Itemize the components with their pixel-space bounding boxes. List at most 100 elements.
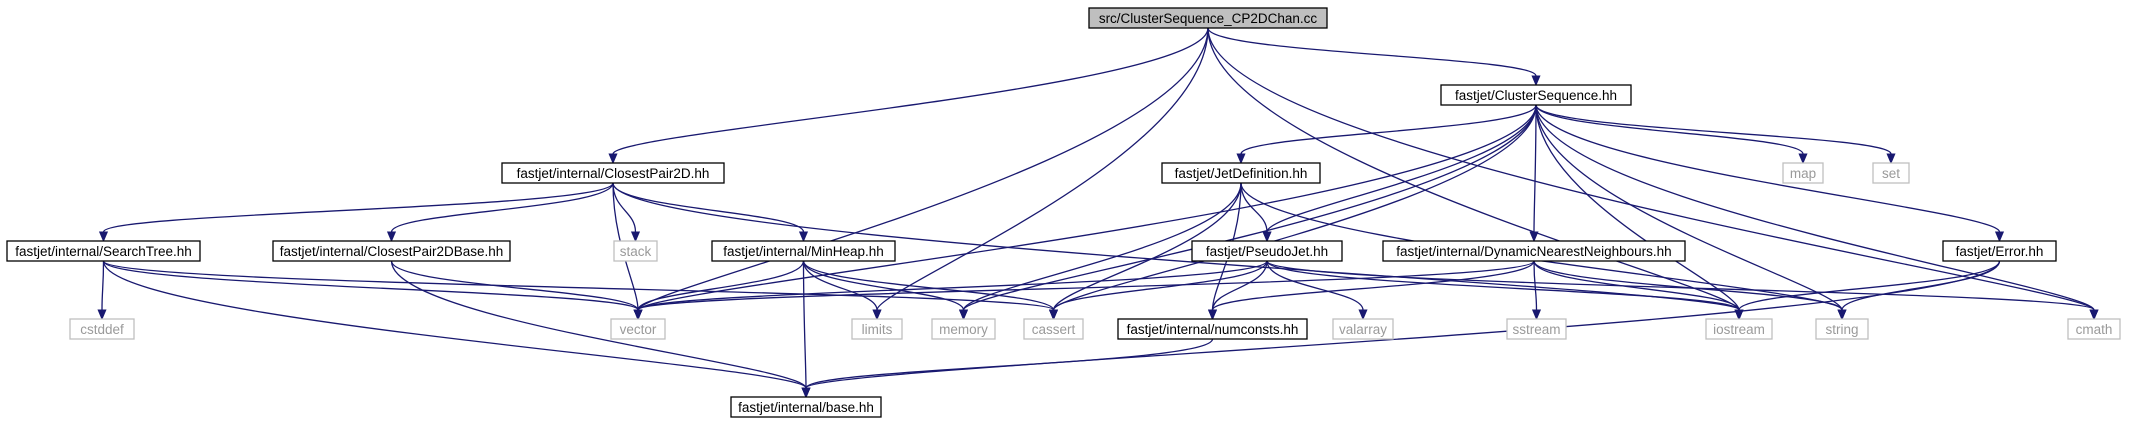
edge-minheap-to-memory bbox=[802, 260, 965, 311]
edge-searchtree-to-cstddef bbox=[101, 260, 105, 311]
edge-cs-to-memory bbox=[962, 104, 1537, 311]
node-box-sstream bbox=[1506, 318, 1567, 340]
arrowhead-cs-to-map bbox=[1798, 153, 1808, 165]
node-cp2dbase[interactable]: fastjet/internal/ClosestPair2DBase.hh bbox=[272, 240, 511, 262]
node-label-string: string bbox=[1825, 322, 1858, 337]
node-vector: vector bbox=[610, 318, 666, 340]
node-dnn[interactable]: fastjet/internal/DynamicNearestNeighbour… bbox=[1382, 240, 1686, 262]
arrowhead-cp2d-to-stack bbox=[630, 231, 641, 243]
edge-error-to-base bbox=[805, 260, 2001, 389]
node-numconsts[interactable]: fastjet/internal/numconsts.hh bbox=[1117, 318, 1308, 340]
node-stack: stack bbox=[613, 240, 658, 262]
edge-cs-to-jetdef bbox=[1240, 104, 1537, 155]
node-label-iostream: iostream bbox=[1713, 322, 1765, 337]
node-label-valarray: valarray bbox=[1339, 322, 1387, 337]
node-box-string bbox=[1815, 318, 1869, 340]
arrowhead-numconsts-to-base bbox=[801, 387, 811, 399]
node-label-stack: stack bbox=[620, 244, 652, 259]
edge-minheap-to-limits bbox=[802, 260, 878, 311]
edge-jetdef-to-cassert bbox=[1052, 182, 1242, 311]
node-minheap[interactable]: fastjet/internal/MinHeap.hh bbox=[711, 240, 896, 262]
node-box-dnn[interactable] bbox=[1382, 240, 1686, 262]
node-box-cassert bbox=[1023, 318, 1084, 340]
arrowhead-jetdef-to-pseudojet bbox=[1262, 231, 1272, 243]
edge-pseudojet-to-vector bbox=[637, 260, 1268, 311]
edge-cp2d-to-minheap bbox=[612, 182, 805, 233]
arrowhead-pseudojet-to-valarray bbox=[1358, 309, 1368, 321]
arrowhead-searchtree-to-cstddef bbox=[97, 309, 107, 321]
edge-cs-to-vector bbox=[637, 104, 1537, 311]
node-cmath: cmath bbox=[2067, 318, 2121, 340]
edge-cs-to-pseudojet bbox=[1266, 104, 1537, 233]
node-box-valarray bbox=[1332, 318, 1394, 340]
node-cassert: cassert bbox=[1023, 318, 1084, 340]
node-box-stack bbox=[613, 240, 658, 262]
node-box-minheap[interactable] bbox=[711, 240, 896, 262]
node-box-cs[interactable] bbox=[1440, 84, 1632, 106]
edge-cp2dbase-to-base bbox=[390, 260, 807, 389]
node-box-searchtree[interactable] bbox=[6, 240, 201, 262]
node-label-base: fastjet/internal/base.hh bbox=[738, 400, 874, 415]
node-label-cstddef: cstddef bbox=[80, 322, 124, 337]
node-box-cp2dbase[interactable] bbox=[272, 240, 511, 262]
arrowhead-error-to-iostream bbox=[1734, 309, 1744, 321]
node-label-jetdef: fastjet/JetDefinition.hh bbox=[1175, 166, 1308, 181]
edge-searchtree-to-base bbox=[102, 260, 807, 389]
node-string: string bbox=[1815, 318, 1869, 340]
node-label-cp2d: fastjet/internal/ClosestPair2D.hh bbox=[517, 166, 710, 181]
edge-cp2d-to-cp2dbase bbox=[390, 182, 614, 233]
node-label-minheap: fastjet/internal/MinHeap.hh bbox=[723, 244, 884, 259]
node-iostream: iostream bbox=[1705, 318, 1773, 340]
edge-dnn-to-vector bbox=[637, 260, 1535, 311]
node-label-set: set bbox=[1882, 166, 1900, 181]
node-label-map: map bbox=[1790, 166, 1816, 181]
arrowhead-pseudojet-to-cassert bbox=[1048, 309, 1059, 321]
node-box-numconsts[interactable] bbox=[1117, 318, 1308, 340]
node-box-error[interactable] bbox=[1942, 240, 2057, 262]
node-box-main[interactable] bbox=[1088, 7, 1328, 29]
edge-pseudojet-to-iostream bbox=[1266, 260, 1740, 311]
arrowhead-error-to-string bbox=[1837, 309, 1847, 321]
node-label-sstream: sstream bbox=[1512, 322, 1560, 337]
node-box-set bbox=[1872, 162, 1910, 184]
node-valarray: valarray bbox=[1332, 318, 1394, 340]
node-cs[interactable]: fastjet/ClusterSequence.hh bbox=[1440, 84, 1632, 106]
node-sstream: sstream bbox=[1506, 318, 1567, 340]
edge-main-to-iostream bbox=[1207, 27, 1740, 311]
node-box-cmath bbox=[2067, 318, 2121, 340]
node-base[interactable]: fastjet/internal/base.hh bbox=[730, 396, 882, 418]
node-error[interactable]: fastjet/Error.hh bbox=[1942, 240, 2057, 262]
edge-minheap-to-base bbox=[802, 260, 807, 389]
node-label-pseudojet: fastjet/PseudoJet.hh bbox=[1206, 244, 1328, 259]
node-box-base[interactable] bbox=[730, 396, 882, 418]
node-map: map bbox=[1782, 162, 1824, 184]
arrowhead-minheap-to-limits bbox=[872, 309, 882, 321]
arrowhead-dnn-to-sstream bbox=[1531, 309, 1542, 321]
node-label-vector: vector bbox=[620, 322, 657, 337]
edge-cs-to-map bbox=[1535, 104, 1804, 155]
node-box-pseudojet[interactable] bbox=[1191, 240, 1343, 262]
edge-cs-to-set bbox=[1535, 104, 1892, 155]
node-label-cassert: cassert bbox=[1032, 322, 1076, 337]
node-label-searchtree: fastjet/internal/SearchTree.hh bbox=[15, 244, 192, 259]
edge-main-to-vector bbox=[637, 27, 1209, 311]
node-searchtree[interactable]: fastjet/internal/SearchTree.hh bbox=[6, 240, 201, 262]
node-memory: memory bbox=[931, 318, 996, 340]
node-cp2d[interactable]: fastjet/internal/ClosestPair2D.hh bbox=[501, 162, 725, 184]
edge-dnn-to-sstream bbox=[1533, 260, 1538, 311]
arrowhead-cs-to-set bbox=[1886, 153, 1896, 165]
node-set: set bbox=[1872, 162, 1910, 184]
node-box-jetdef[interactable] bbox=[1161, 162, 1321, 184]
node-box-limits bbox=[851, 318, 903, 340]
node-pseudojet[interactable]: fastjet/PseudoJet.hh bbox=[1191, 240, 1343, 262]
node-label-cmath: cmath bbox=[2076, 322, 2113, 337]
node-jetdef[interactable]: fastjet/JetDefinition.hh bbox=[1161, 162, 1321, 184]
edge-main-to-cp2d bbox=[612, 27, 1209, 155]
edge-cp2dbase-to-vector bbox=[390, 260, 639, 311]
node-label-main: src/ClusterSequence_CP2DChan.cc bbox=[1099, 11, 1318, 26]
node-box-cp2d[interactable] bbox=[501, 162, 725, 184]
node-box-cstddef bbox=[69, 318, 135, 340]
node-main[interactable]: src/ClusterSequence_CP2DChan.cc bbox=[1088, 7, 1328, 29]
edge-minheap-to-vector bbox=[637, 260, 805, 311]
